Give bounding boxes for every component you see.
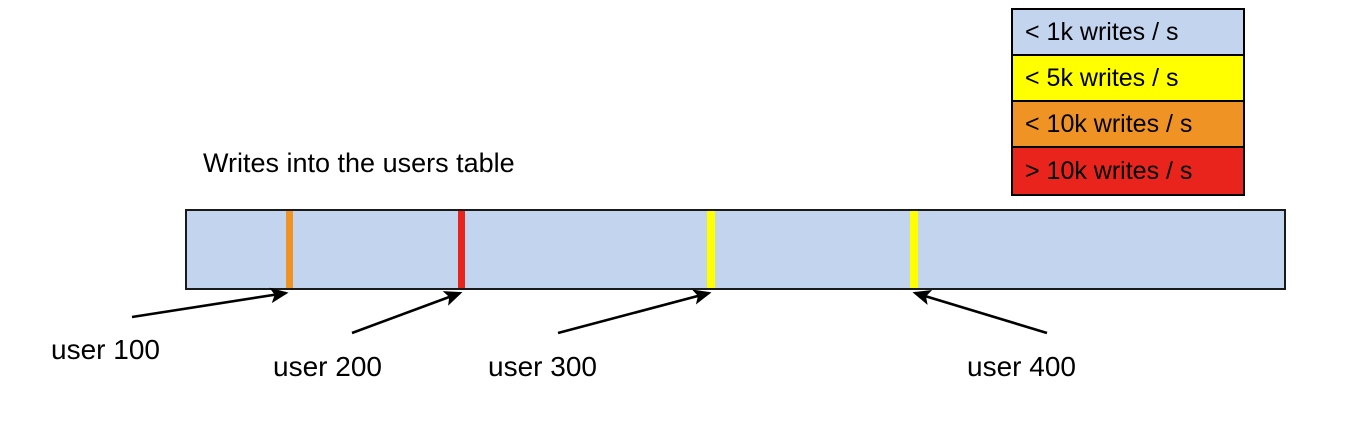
legend-label-over-10k: > 10k writes / s xyxy=(1025,156,1193,185)
legend-row-under-5k: < 5k writes / s xyxy=(1013,56,1243,102)
arrow-to-user-400 xyxy=(912,290,1048,335)
legend-row-under-10k: < 10k writes / s xyxy=(1013,102,1243,148)
arrow-to-user-300 xyxy=(557,289,712,335)
annotation-label-user-400: user 400 xyxy=(967,351,1076,382)
annotation-label-user-200: user 200 xyxy=(273,351,382,382)
arrow-to-user-200 xyxy=(351,291,463,335)
legend-label-under-10k: < 10k writes / s xyxy=(1025,109,1193,138)
legend: < 1k writes / s < 5k writes / s < 10k wr… xyxy=(1011,8,1245,196)
legend-row-over-10k: > 10k writes / s xyxy=(1013,148,1243,194)
annotation-label-user-100: user 100 xyxy=(51,334,160,365)
figure-caption: Writes into the users table xyxy=(203,148,515,178)
legend-label-under-5k: < 5k writes / s xyxy=(1025,63,1179,92)
users-table-bar xyxy=(185,209,1286,290)
stripe-user-300 xyxy=(707,211,715,288)
legend-label-under-1k: < 1k writes / s xyxy=(1025,17,1179,46)
arrow-group xyxy=(131,287,1048,335)
arrow-to-user-100 xyxy=(131,287,289,319)
stripe-user-100 xyxy=(286,211,293,288)
stripe-user-200 xyxy=(458,211,465,288)
stripe-user-400 xyxy=(910,211,918,288)
annotation-label-user-300: user 300 xyxy=(488,351,597,382)
legend-row-under-1k: < 1k writes / s xyxy=(1013,10,1243,56)
